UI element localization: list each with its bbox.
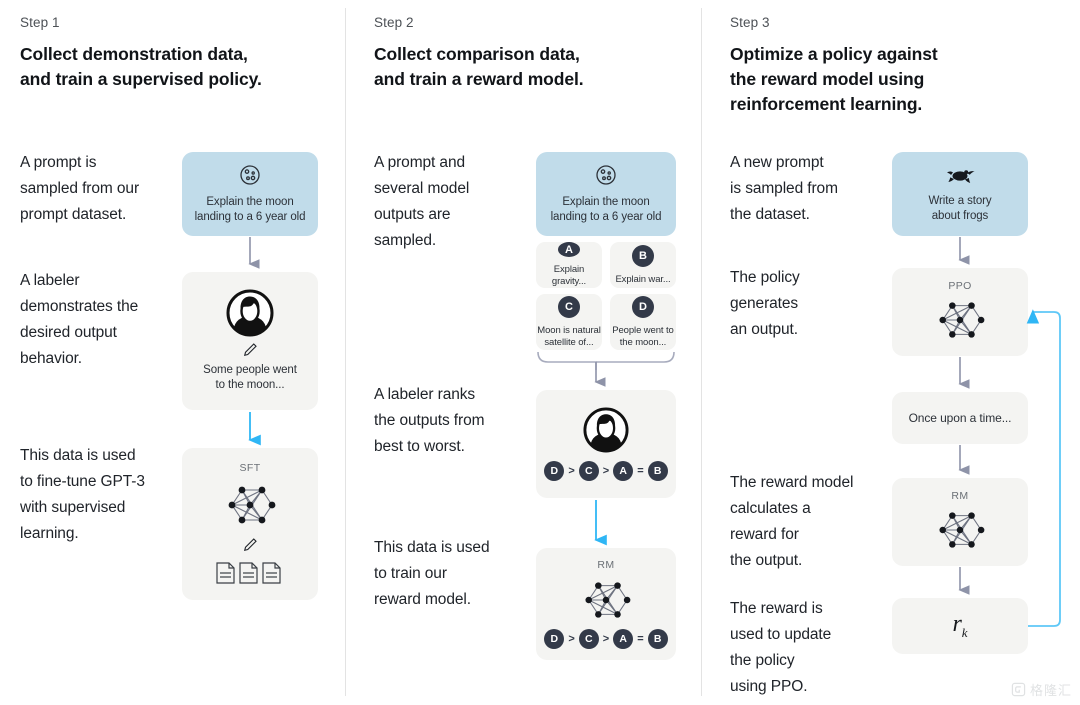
- step-2-output-text-b: Explain war...: [615, 273, 671, 285]
- step-2-ranking-order: D > C > A = B: [544, 461, 668, 481]
- step-1-title-line-2: and train a supervised policy.: [20, 69, 262, 89]
- step-3-paragraph-4: The reward is used to update the policy …: [730, 600, 832, 695]
- step-3-title-line-1: Optimize a policy against: [730, 44, 938, 64]
- step-2-rm-order: D > C > A = B: [544, 629, 668, 649]
- watermark-text: 格隆汇: [1029, 683, 1072, 698]
- step-3-label: Step 3: [730, 15, 770, 30]
- step-1-prompt-card-text: Explain the moon landing to a 6 year old: [194, 196, 306, 223]
- step-1-sft-title: SFT: [239, 462, 261, 474]
- rm-rank-op-1: >: [568, 633, 575, 645]
- output-badge-c: C: [558, 295, 580, 318]
- step-1-sft-card[interactable]: SFT: [182, 448, 318, 600]
- step-2-output-card-d[interactable]: D People went to the moon...: [610, 294, 676, 350]
- output-badge-a: A: [558, 242, 580, 257]
- rank-badge-3: A: [613, 461, 634, 481]
- watermark-logo-icon: [1011, 682, 1026, 697]
- rank-op-3: =: [637, 465, 644, 477]
- neural-net-icon: [929, 296, 991, 344]
- step-2-title: Collect comparison data, and train a rew…: [374, 42, 584, 92]
- step-1-prompt-card[interactable]: Explain the moon landing to a 6 year old: [182, 152, 318, 236]
- step-1-labeler-card[interactable]: Some people went to the moon...: [182, 272, 318, 410]
- moon-icon: [238, 163, 262, 187]
- step-3-prompt-card[interactable]: Write a story about frogs: [892, 152, 1028, 236]
- step-2-prompt-card[interactable]: Explain the moon landing to a 6 year old: [536, 152, 676, 236]
- step-1-paragraph-2: A labeler demonstrates the desired outpu…: [20, 272, 139, 367]
- rm-rank-badge-1: D: [544, 629, 565, 649]
- rank-badge-4: B: [647, 461, 668, 481]
- rm-rank-badge-3: A: [613, 629, 634, 649]
- rm-rank-op-3: =: [637, 633, 644, 645]
- step-3-ppo-card[interactable]: PPO: [892, 268, 1028, 356]
- step-1-title: Collect demonstration data, and train a …: [20, 42, 262, 92]
- step-1-label: Step 1: [20, 15, 60, 30]
- step-2-output-text-c: Moon is natural satellite of...: [537, 324, 601, 348]
- neural-net-icon: [929, 506, 991, 554]
- reward-subscript: k: [961, 624, 968, 640]
- step-2-column: Step 2 Collect comparison data, and trai…: [346, 0, 702, 705]
- step-3-paragraph-1: A new prompt is sampled from the dataset…: [730, 154, 838, 223]
- neural-net-icon: [218, 480, 282, 530]
- step-3-title: Optimize a policy against the reward mod…: [730, 42, 938, 117]
- rm-rank-op-2: >: [602, 633, 610, 645]
- step-3-ppo-title: PPO: [948, 280, 972, 292]
- step-2-rm-card[interactable]: RM: [536, 548, 676, 660]
- step-2-output-card-a[interactable]: A Explain gravity...: [536, 242, 602, 288]
- step-2-output-card-c[interactable]: C Moon is natural satellite of...: [536, 294, 602, 350]
- output-badge-b: B: [632, 244, 654, 267]
- step-2-prompt-card-text: Explain the moon landing to a 6 year old: [550, 196, 662, 223]
- step-2-title-line-1: Collect comparison data,: [374, 44, 580, 64]
- step-1-labeler-card-text: Some people went to the moon...: [203, 364, 297, 391]
- rm-rank-badge-2: C: [578, 629, 599, 649]
- step-1-paragraph-3: This data is used to fine-tune GPT-3 wit…: [20, 447, 145, 542]
- pencil-icon: [241, 341, 259, 359]
- moon-icon: [594, 163, 618, 187]
- documents-icon: [215, 560, 285, 586]
- step-2-paragraph-1: A prompt and several model outputs are s…: [374, 154, 470, 249]
- frog-icon: [945, 164, 975, 186]
- pencil-icon: [241, 536, 259, 554]
- step-2-output-card-b[interactable]: B Explain war...: [610, 242, 676, 288]
- rm-rank-badge-4: B: [647, 629, 668, 649]
- step-3-reward-symbol: rk: [952, 611, 967, 641]
- step-2-label: Step 2: [374, 15, 414, 30]
- step-3-paragraph-3: The reward model calculates a reward for…: [730, 474, 854, 569]
- step-3-rm-title: RM: [951, 490, 969, 502]
- step-3-output-card[interactable]: Once upon a time...: [892, 392, 1028, 444]
- step-2-output-text-d: People went to the moon...: [612, 324, 674, 348]
- labeler-person-icon: [583, 407, 629, 453]
- step-2-paragraph-3: This data is used to train our reward mo…: [374, 539, 490, 608]
- rank-op-1: >: [568, 465, 575, 477]
- rank-op-2: >: [602, 465, 610, 477]
- step-1-title-line-1: Collect demonstration data,: [20, 44, 248, 64]
- watermark: 格隆汇: [1011, 680, 1072, 699]
- step-3-rm-card[interactable]: RM: [892, 478, 1028, 566]
- labeler-person-icon: [226, 289, 274, 337]
- step-1-column: Step 1 Collect demonstration data, and t…: [0, 0, 346, 705]
- step-2-rm-title: RM: [597, 559, 615, 571]
- rank-badge-1: D: [544, 461, 565, 481]
- output-badge-d: D: [632, 295, 654, 318]
- column-divider-1: [345, 8, 346, 696]
- step-2-output-text-a: Explain gravity...: [551, 264, 587, 287]
- step-3-paragraph-2: The policy generates an output.: [730, 269, 800, 338]
- step-3-reward-card[interactable]: rk: [892, 598, 1028, 654]
- step-2-paragraph-2: A labeler ranks the outputs from best to…: [374, 386, 485, 455]
- step-3-prompt-card-text: Write a story about frogs: [928, 195, 992, 222]
- step-1-paragraph-1: A prompt is sampled from our prompt data…: [20, 154, 140, 223]
- step-3-title-line-2: the reward model using: [730, 69, 925, 89]
- step-3-title-line-3: reinforcement learning.: [730, 94, 923, 114]
- step-3-output-text: Once upon a time...: [908, 410, 1012, 425]
- neural-net-icon: [575, 576, 637, 624]
- step-2-title-line-2: and train a reward model.: [374, 69, 584, 89]
- step-3-column: Step 3 Optimize a policy against the rew…: [702, 0, 1080, 705]
- rank-badge-2: C: [578, 461, 599, 481]
- column-divider-2: [701, 8, 702, 696]
- reward-r: r: [952, 611, 962, 638]
- step-2-ranking-card[interactable]: D > C > A = B: [536, 390, 676, 498]
